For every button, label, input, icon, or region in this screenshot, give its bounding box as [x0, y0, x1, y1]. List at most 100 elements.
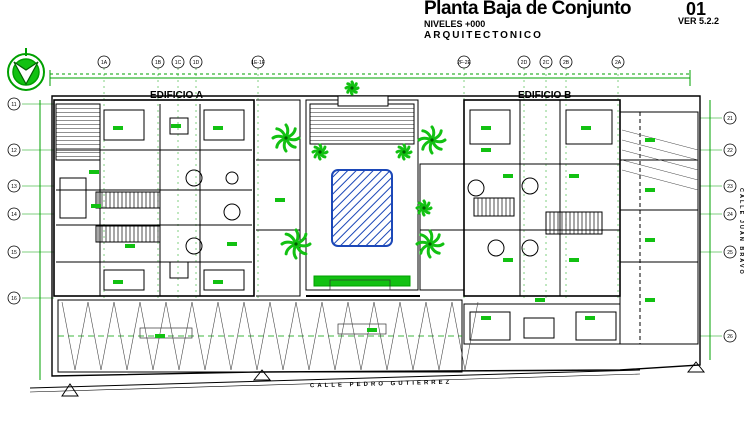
svg-text:2F-2E: 2F-2E — [457, 60, 471, 66]
entrance-markers — [61, 361, 706, 397]
room-tag — [645, 138, 655, 142]
svg-text:1A: 1A — [101, 60, 108, 66]
room-tag — [645, 188, 655, 192]
grid-bubble-26: 26 — [700, 329, 737, 343]
north-arrow-icon — [7, 48, 45, 91]
grid-bubble-16: 16 — [7, 291, 54, 305]
palm-plant-icon — [271, 123, 301, 153]
building-b-label: EDIFICIO B — [518, 90, 571, 101]
room-tag — [585, 316, 595, 320]
palm-plant-icon — [395, 143, 413, 161]
room-tag — [213, 126, 223, 130]
room-tag — [125, 244, 135, 248]
svg-text:2B: 2B — [563, 60, 570, 66]
svg-text:1C: 1C — [175, 60, 182, 66]
room-tag — [481, 148, 491, 152]
svg-text:25: 25 — [727, 250, 733, 256]
grid-bubble-1c: 1C — [171, 55, 185, 300]
grid-bubble-23: 23 — [700, 179, 737, 193]
room-tag — [113, 280, 123, 284]
svg-text:2D: 2D — [521, 60, 528, 66]
svg-text:11: 11 — [11, 102, 16, 108]
svg-text:14: 14 — [11, 212, 17, 218]
grid-bubble-12: 12 — [7, 143, 54, 157]
room-tag — [367, 328, 377, 332]
svg-text:1E-1F: 1E-1F — [251, 60, 265, 66]
building-a-label: EDIFICIO A — [150, 90, 203, 101]
grid-bubble-1a: 1A — [97, 55, 111, 300]
room-tag — [581, 126, 591, 130]
building-a — [53, 99, 301, 297]
grid-bubble-13: 13 — [7, 179, 54, 193]
room-tag — [155, 334, 165, 338]
palm-plant-icon — [311, 143, 329, 161]
svg-text:21: 21 — [727, 116, 733, 122]
svg-text:1B: 1B — [155, 60, 162, 66]
svg-text:22: 22 — [727, 148, 733, 154]
room-tag — [569, 258, 579, 262]
svg-text:2A: 2A — [615, 60, 622, 66]
grid-bubble-24: 24 — [700, 207, 737, 221]
grid-bubble-22: 22 — [700, 143, 737, 157]
palm-plant-icon — [415, 229, 445, 259]
dimension-lines — [39, 70, 711, 380]
svg-text:24: 24 — [727, 212, 733, 218]
room-tag — [645, 298, 655, 302]
room-tag — [113, 126, 123, 130]
street-south-label: CALLE PEDRO GUTIERREZ — [310, 380, 452, 390]
svg-text:1D: 1D — [193, 60, 200, 66]
palm-plant-icon — [280, 228, 312, 260]
grid-bubble-21: 21 — [700, 111, 737, 125]
version-label: VER 5.2.2 — [678, 16, 720, 26]
grid-bubble-2c: 2C — [539, 55, 553, 300]
grid-bubble-2a: 2A — [611, 55, 625, 300]
left-grid-axes: 11 12 13 14 15 16 — [7, 97, 54, 305]
landscape-plants — [271, 80, 447, 260]
palm-plant-icon — [417, 125, 447, 155]
title-block: Planta Baja de Conjunto NIVELES +000 ARQ… — [424, 0, 754, 48]
site-boundary — [29, 95, 701, 393]
courtyard — [305, 95, 420, 297]
room-tag — [481, 126, 491, 130]
building-b — [419, 99, 699, 345]
grid-bubble-25: 25 — [700, 245, 737, 259]
grid-bubble-15: 15 — [7, 245, 54, 259]
svg-text:12: 12 — [11, 148, 17, 154]
palm-plant-icon — [344, 80, 360, 96]
right-grid-axes: 21 22 23 24 25 26 — [700, 111, 737, 343]
room-tag — [213, 280, 223, 284]
discipline-label: ARQUITECTONICO — [424, 30, 543, 41]
palm-plant-icon — [415, 199, 433, 217]
parking-bays — [61, 129, 699, 371]
svg-text:16: 16 — [11, 296, 17, 302]
svg-text:2C: 2C — [543, 60, 550, 66]
grid-bubble-11: 11 — [7, 97, 54, 111]
room-tag — [481, 316, 491, 320]
room-tag — [227, 242, 237, 246]
grid-bubble-1b: 1B — [151, 55, 165, 300]
swimming-pool — [331, 169, 393, 247]
room-tag — [569, 174, 579, 178]
svg-text:26: 26 — [727, 334, 733, 340]
room-tag — [91, 204, 101, 208]
level-label: NIVELES +000 — [424, 19, 486, 29]
room-tag — [275, 198, 285, 202]
grid-bubble-14: 14 — [7, 207, 54, 221]
drawing-title: Planta Baja de Conjunto — [424, 0, 632, 19]
grid-bubble-1d: 1D — [189, 55, 203, 300]
svg-text:13: 13 — [11, 184, 17, 190]
room-tag — [503, 258, 513, 262]
room-tag — [645, 238, 655, 242]
grid-bubble-1e-1f: 1E-1F — [251, 55, 265, 300]
svg-text:23: 23 — [727, 184, 733, 190]
street-east-label: CALLE JUAN BRAVO — [738, 188, 744, 276]
room-tag — [171, 124, 181, 128]
room-tag — [535, 298, 545, 302]
svg-text:15: 15 — [11, 250, 17, 256]
sheet-number: 01 — [686, 0, 707, 19]
room-labels — [89, 124, 655, 338]
room-tag — [89, 170, 99, 174]
room-tag — [503, 174, 513, 178]
grid-bubble-2b: 2B — [559, 55, 573, 300]
